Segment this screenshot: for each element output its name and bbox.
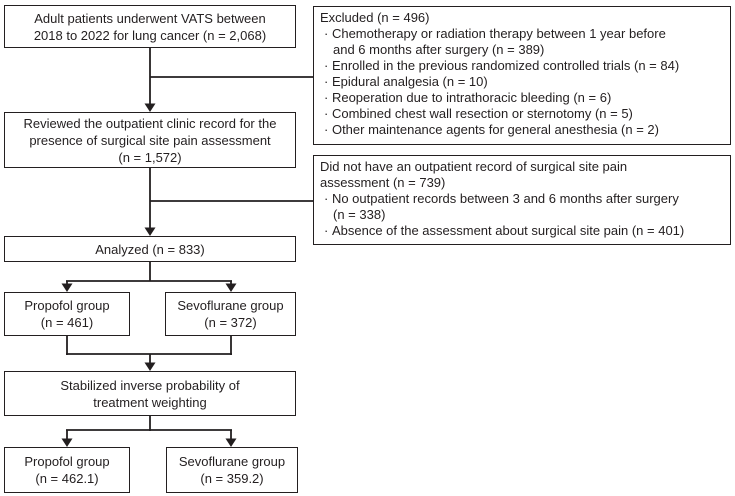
- box-no-outpatient-record: Did not have an outpatient record of sur…: [313, 155, 731, 245]
- box-propofol-group: Propofol group (n = 461): [4, 292, 130, 336]
- excluded-bullet-list: Chemotherapy or radiation therapy betwee…: [320, 26, 724, 138]
- bullet-item: Other maintenance agents for general ane…: [320, 122, 724, 138]
- box-sevoflurane-group-weighted: Sevoflurane group (n = 359.2): [166, 447, 298, 493]
- no-outpatient-title: Did not have an outpatient record of sur…: [320, 159, 628, 190]
- box-analyzed: Analyzed (n = 833): [4, 236, 296, 262]
- box-stabilized-ipw: Stabilized inverse probability of treatm…: [4, 371, 296, 416]
- box-sevoflurane-group: Sevoflurane group (n = 372): [165, 292, 296, 336]
- bullet-item: Enrolled in the previous randomized cont…: [320, 58, 724, 74]
- bullet-item: Reoperation due to intrathoracic bleedin…: [320, 90, 724, 106]
- excluded-title: Excluded (n = 496): [320, 10, 430, 25]
- box-excluded: Excluded (n = 496) Chemotherapy or radia…: [313, 6, 731, 145]
- box-reviewed-records: Reviewed the outpatient clinic record fo…: [4, 112, 296, 168]
- box-vats-patients: Adult patients underwent VATS between 20…: [4, 5, 296, 48]
- bullet-item: Chemotherapy or radiation therapy betwee…: [320, 26, 724, 58]
- bullet-item: Combined chest wall resection or sternot…: [320, 106, 724, 122]
- bullet-item: Epidural analgesia (n = 10): [320, 74, 724, 90]
- no-outpatient-bullet-list: No outpatient records between 3 and 6 mo…: [320, 191, 724, 239]
- box-propofol-group-weighted: Propofol group (n = 462.1): [4, 447, 130, 493]
- bullet-item: No outpatient records between 3 and 6 mo…: [320, 191, 724, 223]
- bullet-item: Absence of the assessment about surgical…: [320, 223, 724, 239]
